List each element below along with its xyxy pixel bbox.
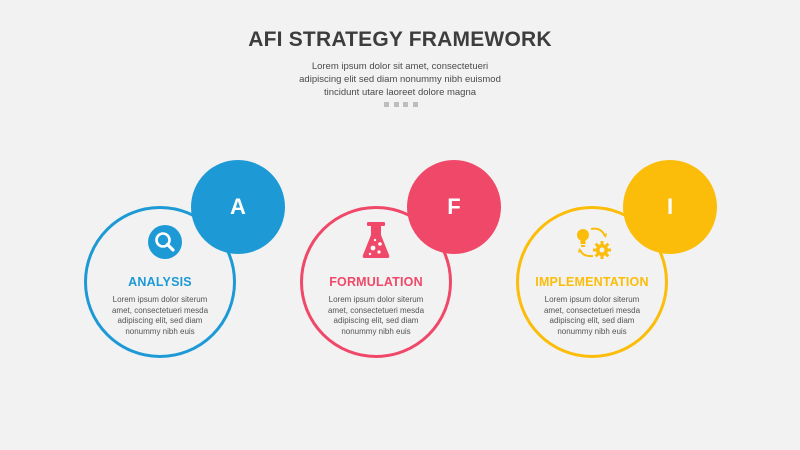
subtitle-line: tincidunt utare laoreet dolore magna bbox=[323, 87, 477, 98]
step-letter-badge: F bbox=[407, 160, 501, 254]
page-subtitle: Lorem ipsum dolor sit amet, consectetuer… bbox=[250, 60, 550, 99]
divider-dots bbox=[384, 102, 418, 108]
subtitle-line: adipiscing elit sed diam nonummy nibh eu… bbox=[299, 74, 501, 85]
step-letter-badge: I bbox=[623, 160, 717, 254]
page-title: AFI STRATEGY FRAMEWORK bbox=[248, 28, 552, 51]
step-letter-badge: A bbox=[191, 160, 285, 254]
subtitle-line: Lorem ipsum dolor sit amet, consectetuer… bbox=[311, 61, 489, 72]
